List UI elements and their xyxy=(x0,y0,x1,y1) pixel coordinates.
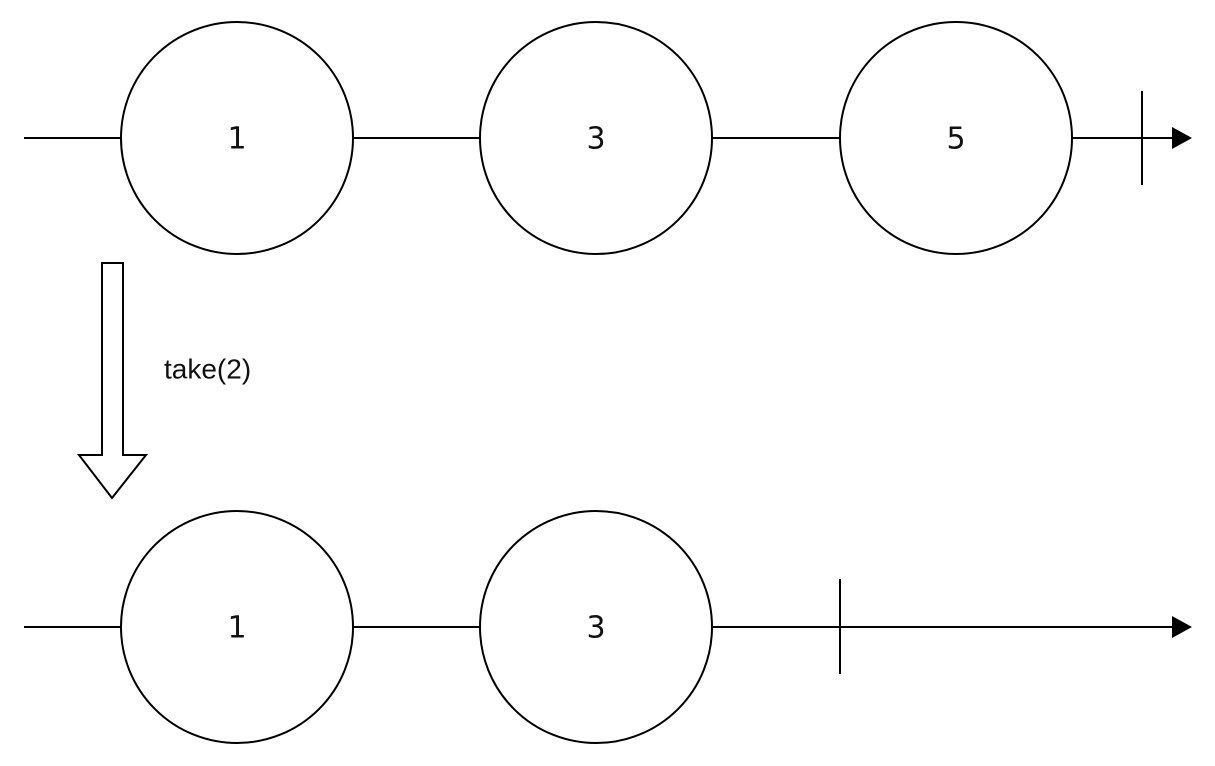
input-marble-2-value: 3 xyxy=(586,122,605,157)
input-marble-3: 5 xyxy=(839,21,1073,255)
input-marble-3-value: 5 xyxy=(946,122,965,157)
output-marble-2-value: 3 xyxy=(586,611,605,646)
output-marble-2: 3 xyxy=(479,510,713,744)
output-timeline-arrowhead xyxy=(1172,616,1192,638)
output-marble-1-value: 1 xyxy=(227,611,246,646)
input-marble-2: 3 xyxy=(479,21,713,255)
operator-label: take(2) xyxy=(164,353,251,384)
input-stream: 1 3 5 xyxy=(24,21,1192,255)
output-stream: 1 3 xyxy=(24,510,1192,744)
operator: take(2) xyxy=(76,262,251,500)
input-marble-1-value: 1 xyxy=(227,122,246,157)
input-marble-1: 1 xyxy=(120,21,354,255)
output-marble-1: 1 xyxy=(120,510,354,744)
input-timeline-arrowhead xyxy=(1172,127,1192,149)
operator-down-arrow xyxy=(76,262,149,500)
